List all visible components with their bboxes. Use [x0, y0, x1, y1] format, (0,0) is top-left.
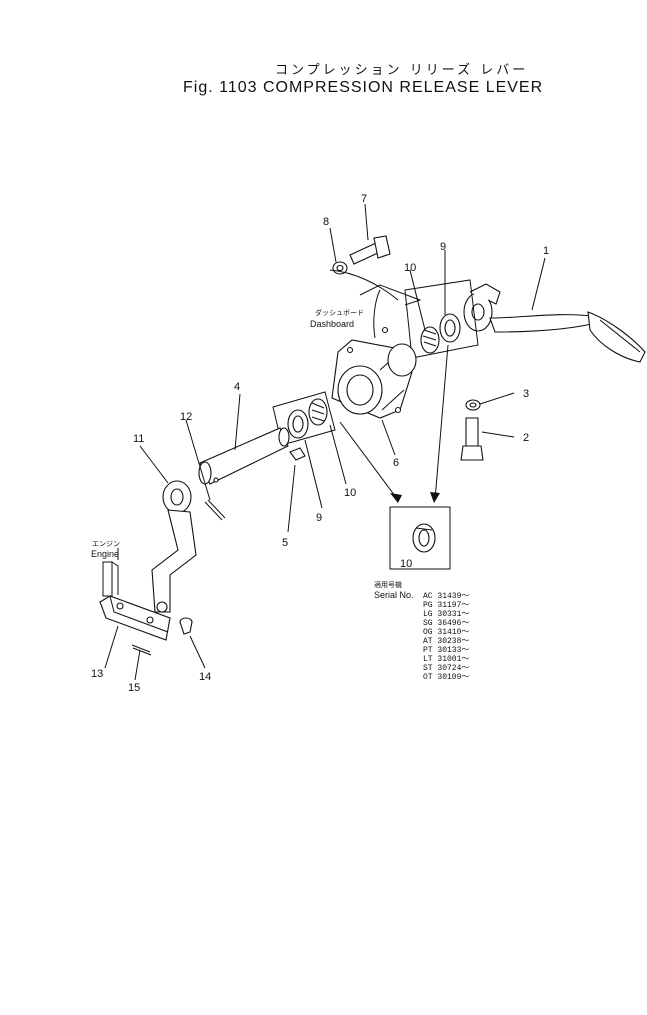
serial-line: PG 31197～	[423, 601, 469, 610]
label-13: 13	[91, 668, 103, 680]
part-number-labels: 1 2 3 4 5 6 7 8 9 9 10 10 10 11 12 13 14…	[91, 193, 549, 694]
leader-lines	[104, 203, 546, 681]
part-5-key	[289, 447, 306, 461]
label-10-inset: 10	[400, 558, 412, 570]
part-9-10-upper	[404, 279, 479, 359]
dashboard-label-jp: ダッシュボード	[315, 308, 364, 317]
engine-label: Engine	[91, 549, 119, 559]
label-5: 5	[282, 537, 288, 549]
serial-line: PT 30133～	[423, 646, 469, 655]
part-1-lever	[463, 283, 646, 363]
serial-line: ST 30724～	[423, 664, 469, 673]
label-6: 6	[393, 457, 399, 469]
label-7: 7	[361, 193, 367, 205]
part-2-bolt	[460, 417, 484, 461]
part-12-pin	[204, 499, 226, 521]
label-3: 3	[523, 388, 529, 400]
label-2: 2	[523, 432, 529, 444]
label-10-lower: 10	[344, 487, 356, 499]
label-8: 8	[323, 216, 329, 228]
part-6-bracket	[331, 339, 417, 419]
serial-line: OT 30109～	[423, 673, 469, 682]
japanese-title: コンプレッション リリーズ レバー	[275, 63, 529, 78]
serial-line: LT 31001～	[423, 655, 469, 664]
engine-bracket	[102, 561, 119, 597]
label-9-lower: 9	[316, 512, 322, 524]
part-15-cotter-pin	[131, 644, 152, 656]
serial-line: AT 30238～	[423, 637, 469, 646]
dashboard-label: Dashboard	[310, 319, 354, 329]
label-10-upper: 10	[404, 262, 416, 274]
label-4: 4	[234, 381, 240, 393]
label-12: 12	[180, 411, 192, 423]
label-1: 1	[543, 245, 549, 257]
part-7-bolt	[349, 235, 391, 265]
serial-line: LG 30331～	[423, 610, 469, 619]
part-8-washer	[329, 261, 399, 301]
label-14: 14	[199, 671, 211, 683]
serial-line: OG 31410～	[423, 628, 469, 637]
part-14-clevis-pin	[179, 617, 193, 635]
part-11-arm	[151, 480, 197, 613]
label-15: 15	[128, 682, 140, 694]
part-3-washer	[465, 399, 481, 411]
serial-heading: Serial No.	[374, 590, 414, 600]
label-9-upper: 9	[440, 241, 446, 253]
serial-number-block: 適用号機 Serial No. AC 31439～ PG 31197～ LG 3…	[374, 580, 469, 682]
engine-label-jp: エンジン	[92, 541, 120, 548]
serial-line: SG 36496～	[423, 619, 469, 628]
dashboard-plate	[359, 284, 422, 339]
inset-detail-box	[389, 506, 451, 570]
part-13-clevis	[99, 595, 171, 641]
part-4-shaft	[198, 427, 290, 485]
figure-title: Fig. 1103 COMPRESSION RELEASE LEVER	[183, 79, 544, 96]
applicable-units-label: 適用号機	[374, 580, 402, 589]
serial-line: AC 31439～	[423, 592, 469, 601]
label-11: 11	[133, 433, 144, 445]
